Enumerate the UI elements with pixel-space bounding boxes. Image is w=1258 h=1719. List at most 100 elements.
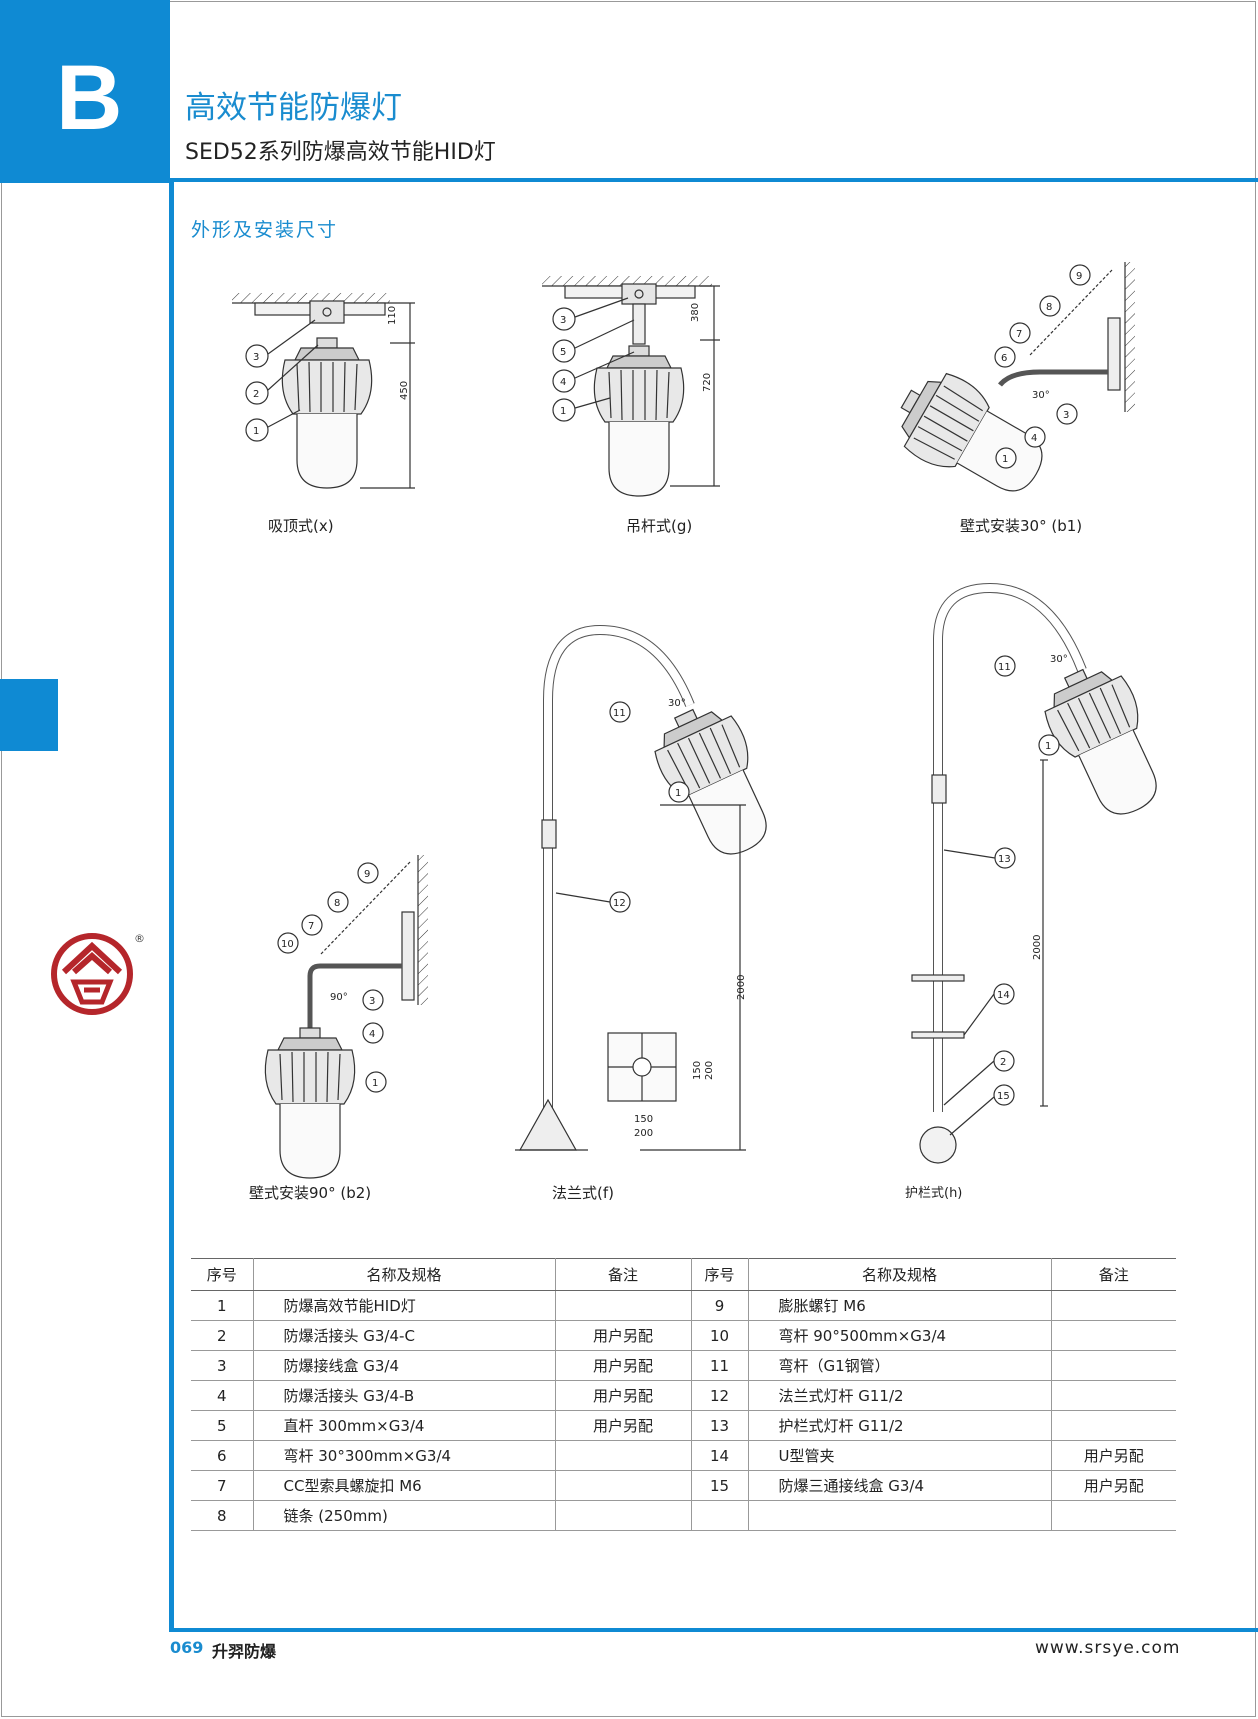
installation-drawings: 110 450 3 2 1 380 720 3 5 4 1 30° 9 8 7	[232, 262, 1179, 1179]
callout: 8	[334, 898, 340, 909]
dim-2000: 2000	[1032, 935, 1043, 960]
table-row: 8 链条 (250mm)	[191, 1500, 1176, 1531]
cell: 用户另配	[1051, 1470, 1176, 1501]
registered-mark: ®	[134, 932, 145, 945]
website-url: www.srsye.com	[1035, 1638, 1181, 1658]
column-header: 名称及规格	[253, 1258, 556, 1291]
callout: 9	[364, 869, 370, 880]
callout: 9	[1076, 271, 1082, 282]
callout: 4	[560, 377, 566, 388]
cell: 防爆接线盒 G3/4	[253, 1350, 556, 1381]
cell: 防爆三通接线盒 G3/4	[748, 1470, 1052, 1501]
cell: 防爆活接头 G3/4-C	[253, 1320, 556, 1351]
callout: 14	[997, 990, 1010, 1001]
callout: 4	[369, 1029, 375, 1040]
cell: 5	[191, 1410, 254, 1441]
page-title: 高效节能防爆灯	[185, 90, 402, 126]
caption-wall-mount-30: 壁式安装30° (b1)	[960, 517, 1083, 535]
column-header: 序号	[691, 1258, 749, 1291]
cell: 11	[691, 1350, 749, 1381]
callout: 1	[253, 426, 259, 437]
company-logo	[51, 933, 133, 1015]
section-letter: B	[56, 47, 123, 149]
cell: 13	[691, 1410, 749, 1441]
cell: 弯杆 30°300mm×G3/4	[253, 1440, 556, 1471]
callout: 1	[1045, 741, 1051, 752]
cell: 15	[691, 1470, 749, 1501]
callout: 11	[998, 662, 1011, 673]
cell	[555, 1290, 692, 1321]
callout: 3	[369, 996, 375, 1007]
cell: 用户另配	[1051, 1440, 1176, 1471]
parts-table: 序号 名称及规格 备注 序号 名称及规格 备注 1 防爆高效节能HID灯 9 膨…	[191, 1258, 1176, 1531]
callout: 1	[675, 788, 681, 799]
dim-150-h: 150	[634, 1114, 653, 1125]
cell	[748, 1500, 1052, 1531]
callout: 3	[253, 352, 259, 363]
cell	[1051, 1500, 1176, 1531]
callout: 3	[1063, 410, 1069, 421]
cell: 7	[191, 1470, 254, 1501]
caption-guardrail-mount: 护栏式(h)	[905, 1186, 963, 1201]
cell: 防爆活接头 G3/4-B	[253, 1380, 556, 1411]
figure-flange-mount: 2000 150 200 150 200 30° 11 1 12	[515, 624, 789, 1151]
cell	[555, 1500, 692, 1531]
cell: 用户另配	[555, 1350, 692, 1381]
table-row: 6 弯杆 30°300mm×G3/4 14 U型管夹 用户另配	[191, 1440, 1176, 1471]
cell: 14	[691, 1440, 749, 1471]
caption-ceiling-mount: 吸顶式(x)	[268, 517, 334, 535]
cell: CC型索具螺旋扣 M6	[253, 1470, 556, 1501]
cell: 3	[191, 1350, 254, 1381]
callout: 4	[1031, 433, 1037, 444]
cell: 用户另配	[555, 1320, 692, 1351]
cell: 法兰式灯杆 G11/2	[748, 1380, 1052, 1411]
callout: 8	[1046, 302, 1052, 313]
callout: 10	[281, 939, 294, 950]
cell: 9	[691, 1290, 749, 1321]
section-title: 外形及安装尺寸	[191, 219, 339, 241]
angle-label: 30°	[1032, 390, 1050, 401]
cell: 膨胀螺钉 M6	[748, 1290, 1052, 1321]
figure-pendant-mount: 380 720 3 5 4 1	[542, 276, 720, 497]
cell	[1051, 1380, 1176, 1411]
cell: 防爆高效节能HID灯	[253, 1290, 556, 1321]
callout: 2	[1000, 1057, 1006, 1068]
cell	[1051, 1410, 1176, 1441]
cell: 1	[191, 1290, 254, 1321]
cell: 弯杆 90°500mm×G3/4	[748, 1320, 1052, 1351]
left-rule	[169, 178, 174, 1632]
cell: 2	[191, 1320, 254, 1351]
column-header: 备注	[555, 1258, 692, 1291]
table-row: 3 防爆接线盒 G3/4 用户另配 11 弯杆（G1钢管）	[191, 1350, 1176, 1381]
header-rule	[170, 178, 1258, 182]
column-header: 备注	[1051, 1258, 1176, 1291]
side-tab-marker	[0, 679, 58, 751]
table-row: 7 CC型索具螺旋扣 M6 15 防爆三通接线盒 G3/4 用户另配	[191, 1470, 1176, 1501]
cell	[555, 1440, 692, 1471]
cell: 4	[191, 1380, 254, 1411]
angle-label: 30°	[1050, 654, 1068, 665]
callout: 13	[998, 854, 1011, 865]
column-header: 名称及规格	[748, 1258, 1052, 1291]
footer-brand: 升羿防爆	[212, 1642, 277, 1661]
table-header-row: 序号 名称及规格 备注 序号 名称及规格 备注	[191, 1258, 1176, 1291]
page-subtitle: SED52系列防爆高效节能HID灯	[185, 140, 496, 165]
angle-label: 90°	[330, 992, 348, 1003]
callout: 6	[1001, 353, 1007, 364]
callout: 2	[253, 389, 259, 400]
dim-110: 110	[387, 306, 398, 325]
cell: 用户另配	[555, 1380, 692, 1411]
dim-200-v: 200	[704, 1061, 715, 1080]
table-row: 4 防爆活接头 G3/4-B 用户另配 12 法兰式灯杆 G11/2	[191, 1380, 1176, 1411]
callout: 15	[997, 1091, 1010, 1102]
dim-380: 380	[690, 303, 701, 322]
cell: 护栏式灯杆 G11/2	[748, 1410, 1052, 1441]
page-number: 069	[170, 1638, 204, 1657]
callout: 1	[372, 1078, 378, 1089]
cell	[1051, 1320, 1176, 1351]
footer-rule	[169, 1628, 1258, 1632]
callout: 5	[560, 347, 566, 358]
figure-wall-mount-30: 30° 9 8 7 6 4 3 1	[883, 262, 1135, 514]
cell: 弯杆（G1钢管）	[748, 1350, 1052, 1381]
